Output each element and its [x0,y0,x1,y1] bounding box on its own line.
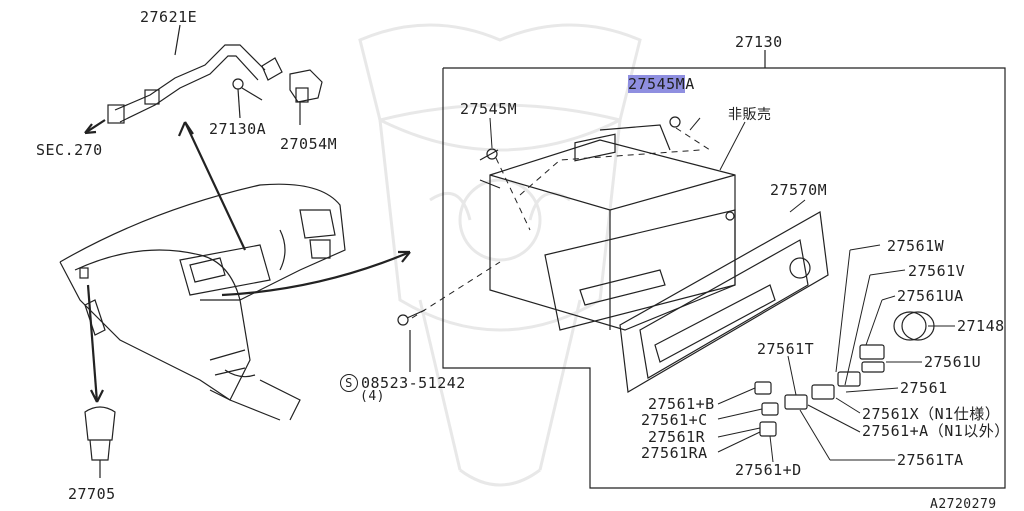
label-27621E: 27621E [140,8,198,26]
label-27545M: 27545M [460,100,518,118]
label-27561V: 27561V [908,262,966,280]
label-27561D: 27561+D [735,461,802,479]
aspirator-pipe [107,24,283,124]
label-27545MA: 27545MA [628,75,695,93]
label-27561W: 27561W [887,237,945,255]
label-27561X: 27561X（N1仕様） [862,405,1001,423]
screw-08523 [397,309,426,372]
highlighted-suffix: A [685,75,695,93]
label-27054M: 27054M [280,135,338,153]
label-27561R: 27561R [648,428,706,446]
dashboard-illustration [59,183,346,421]
label-27561B: 27561+B [648,395,715,413]
label-27561T: 27561T [757,340,815,358]
label-27130A: 27130A [209,120,267,138]
label-27570M: 27570M [770,181,828,199]
clip-27705 [84,406,116,478]
bezel-27570M [619,211,829,393]
label-27705: 27705 [68,485,116,503]
label-qty4: (4) [360,389,385,404]
label-27561: 27561 [900,379,948,397]
label-27561U: 27561U [924,353,982,371]
control-unit [479,116,736,331]
sensor-part [289,69,323,125]
label-27561A: 27561+A（N1以外） [862,422,1010,440]
label-27130: 27130 [735,33,783,51]
label-27561TA: 27561TA [897,451,964,469]
assembly-frame [442,67,1006,489]
label-27561RA: 27561RA [641,444,708,462]
label-08523: 08523-51242 [361,374,466,392]
label-sec270: SEC.270 [36,141,103,159]
pointer-arrows [84,119,411,403]
label-27561UA: 27561UA [897,287,964,305]
diagram-id: A2720279 [930,497,997,511]
screw-symbol-s: S [340,374,358,392]
watermark-logo [358,23,642,487]
label-27148: 27148 [957,317,1005,335]
highlighted-part-number: 27545M [628,75,686,93]
leader-lines [489,117,955,463]
label-27561C: 27561+C [641,411,708,429]
screw-27130A [232,78,263,119]
label-not-for-sale: 非販売 [728,107,772,123]
